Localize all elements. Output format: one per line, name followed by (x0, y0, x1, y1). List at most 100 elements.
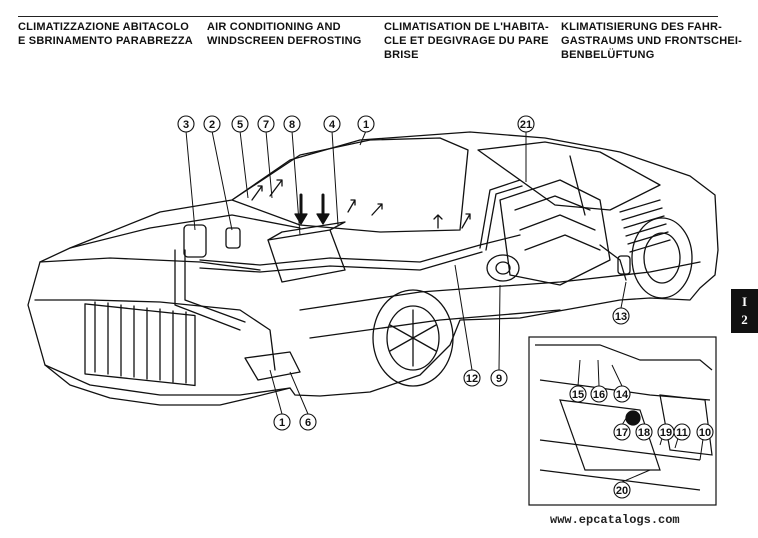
callout-10-circle (696, 423, 714, 441)
rear-wheel (631, 217, 693, 299)
callout-18-circle (635, 423, 653, 441)
callout-6-circle (299, 413, 317, 431)
callout-14-label: 14 (616, 389, 629, 401)
airflow-arrow-5 (433, 214, 443, 229)
callout-13-label: 13 (615, 311, 627, 323)
callout-10-label: 10 (699, 427, 711, 439)
callout-12-circle (463, 369, 481, 387)
callout-3-circle (177, 115, 195, 133)
header-italian-line-1: CLIMATIZZAZIONE ABITACOLO (18, 21, 189, 33)
callout-17-label: 17 (616, 427, 628, 439)
rear-vents (619, 199, 671, 253)
inset-floor (539, 439, 701, 491)
radiator (84, 303, 196, 387)
callout-12-label: 12 (466, 373, 478, 385)
callout-7-label: 7 (263, 119, 269, 131)
intake-arrow-2-head (316, 213, 330, 225)
header-french-line-3: BRISE (384, 49, 419, 61)
pipe-rear (479, 179, 523, 251)
engine-block (499, 179, 611, 286)
callout-21-label: 21 (520, 119, 532, 131)
callout-9-circle (490, 369, 508, 387)
inset-panel (528, 336, 717, 506)
compressor-pulley (495, 261, 511, 275)
callout-1-top-label: 1 (363, 119, 369, 131)
pipe-main (174, 249, 246, 331)
callout-15-label: 15 (572, 389, 584, 401)
callout-2-circle (203, 115, 221, 133)
inset-gear-knob (625, 410, 641, 426)
sill-line (309, 309, 561, 339)
pipe-front (199, 234, 521, 273)
leader-lines (185, 130, 627, 415)
callout-17-circle (613, 423, 631, 441)
callout-4-label: 4 (329, 119, 336, 131)
airflow-arrow-4 (371, 203, 383, 216)
callout-5-circle (231, 115, 249, 133)
rear-wheel-rim (643, 232, 681, 284)
callout-15-circle (569, 385, 587, 403)
callout-8-circle (283, 115, 301, 133)
header-german: KLIMATISIERUNG DES FAHR- GASTRAUMS UND F… (561, 20, 742, 62)
callout-4-circle (323, 115, 341, 133)
callout-16-circle (590, 385, 608, 403)
front-wheel-spokes (389, 309, 437, 367)
airflow-arrow-3 (347, 199, 356, 213)
front-wheel (372, 289, 454, 387)
callout-6-label: 6 (305, 417, 311, 429)
section-tab-letter: I (741, 294, 748, 309)
front-wheel-rim (386, 305, 440, 371)
callout-group (177, 115, 714, 499)
side-line (299, 261, 701, 311)
callout-13-circle (612, 307, 630, 325)
ac-unit-top (267, 221, 346, 241)
intake-arrow-1-head (294, 213, 308, 225)
rear-quarter-window (569, 155, 586, 216)
hood-line (69, 214, 301, 249)
header-italian: CLIMATIZZAZIONE ABITACOLO E SBRINAMENTO … (18, 20, 193, 48)
callout-21-circle (517, 115, 535, 133)
header-english-line-1: AIR CONDITIONING AND (207, 21, 341, 33)
section-tab-number: 2 (741, 312, 748, 327)
front-bumper (34, 299, 276, 371)
header-english: AIR CONDITIONING AND WINDSCREEN DEFROSTI… (207, 20, 362, 48)
windscreen (231, 137, 469, 233)
headlight (244, 351, 301, 381)
callout-1-top-circle (357, 115, 375, 133)
callout-5-label: 5 (237, 119, 243, 131)
header-french-line-1: CLIMATISATION DE L'HABITA- (384, 21, 549, 33)
side-window (477, 141, 661, 211)
header-german-line-2: GASTRAUMS UND FRONTSCHEI- (561, 35, 742, 47)
header-french: CLIMATISATION DE L'HABITA- CLE ET DEGIVR… (384, 20, 549, 62)
callout-18-label: 18 (638, 427, 650, 439)
pipe-13 (599, 244, 627, 281)
header-german-line-3: BENBELÜFTUNG (561, 49, 655, 61)
ac-unit (267, 229, 346, 283)
header-german-line-1: KLIMATISIERUNG DES FAHR- (561, 21, 723, 33)
engine-detail (514, 195, 601, 251)
car-body-outline (27, 131, 719, 406)
header-rule (18, 16, 718, 17)
header-italian-line-2: E SBRINAMENTO PARABREZZA (18, 35, 193, 47)
compressor (486, 254, 520, 282)
callout-11-circle (673, 423, 691, 441)
callout-2-label: 2 (209, 119, 215, 131)
callout-20-circle (613, 481, 631, 499)
callout-11-label: 11 (676, 427, 688, 439)
header-english-line-2: WINDSCREEN DEFROSTING (207, 35, 362, 47)
callout-1-circle (273, 413, 291, 431)
item-13-body (617, 255, 631, 275)
callout-14-circle (613, 385, 631, 403)
inset-console (559, 399, 661, 471)
callout-8-label: 8 (289, 119, 295, 131)
callout-7-circle (257, 115, 275, 133)
airflow-arrow-1 (251, 185, 263, 201)
header-french-line-2: CLE ET DEGIVRAGE DU PARE (384, 35, 549, 47)
front-lower (44, 364, 291, 396)
callout-3-label: 3 (183, 119, 189, 131)
filter-2 (225, 227, 241, 249)
airflow-arrow-6 (461, 213, 471, 229)
section-tab: I 2 (731, 289, 758, 333)
inset-frame (528, 336, 717, 506)
